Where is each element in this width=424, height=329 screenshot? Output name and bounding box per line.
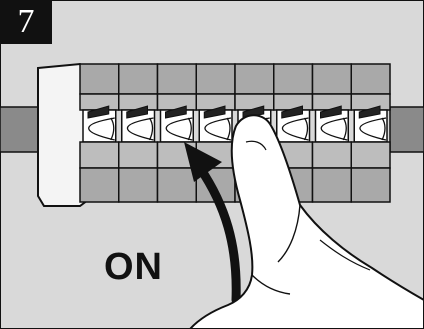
din-rail-right (389, 106, 424, 153)
breaker-top-cap (234, 63, 275, 95)
breaker-upper-body (156, 93, 197, 111)
breaker-bottom-cap (156, 167, 197, 203)
breaker-coil-mark (320, 117, 348, 141)
on-label: ON (104, 246, 163, 288)
breaker-coil-mark (110, 117, 115, 141)
breaker-coil-mark (282, 117, 309, 141)
breaker-toggle-lever (126, 105, 148, 119)
breaker-toggle-lever (165, 105, 187, 119)
breaker-coil-mark (381, 117, 386, 141)
breaker-top-cap (195, 63, 236, 95)
breaker-coil-mark (127, 117, 154, 141)
breaker-top-cap (273, 63, 314, 95)
breaker-toggle-lever (358, 105, 381, 119)
breaker-top-cap (118, 63, 159, 95)
on-arrow-icon (195, 163, 241, 305)
finger-crease (245, 140, 267, 151)
on-arrow-head-icon (184, 142, 222, 182)
hand-icon (188, 114, 424, 329)
breaker-upper-body (79, 93, 120, 111)
knuckle-line (277, 204, 301, 263)
breaker-bottom-cap (79, 167, 120, 203)
breaker-lower-body (350, 141, 391, 169)
breaker-top-cap (79, 63, 120, 95)
breaker-toggle-lever (87, 105, 110, 119)
breaker-upper-body (311, 93, 352, 111)
palm-line (319, 239, 371, 271)
breaker-toggle-lever (281, 105, 303, 119)
breaker-coil-mark (187, 117, 192, 141)
breaker-coil-mark (359, 117, 387, 141)
breaker-upper-body (350, 93, 391, 111)
breaker-upper-body (273, 93, 314, 111)
breaker-lower-body (79, 141, 120, 169)
breaker-top-cap (350, 63, 391, 95)
breaker-bottom-cap (311, 167, 352, 203)
thumb-line (251, 274, 291, 295)
breaker-coil-mark (303, 117, 309, 141)
breaker-top-cap (311, 63, 352, 95)
breaker-bottom-cap (118, 167, 159, 203)
breaker-bottom-cap (350, 167, 391, 203)
breaker-toggle-lever (320, 105, 342, 119)
breaker-lower-body (118, 141, 159, 169)
breaker-coil-mark (88, 117, 115, 141)
breaker-top-cap (156, 63, 197, 95)
breaker-coil-mark (148, 117, 154, 141)
breaker-coil-mark (226, 117, 231, 141)
breaker-coil-mark (165, 117, 193, 141)
breaker-coil-mark (342, 117, 347, 141)
breaker-coil-mark (204, 117, 232, 141)
breaker-toggle-lever (203, 105, 226, 119)
breaker-upper-body (234, 93, 275, 111)
breaker-upper-body (195, 93, 236, 111)
breaker-upper-body (118, 93, 159, 111)
step-number-badge: 7 (0, 0, 52, 44)
breaker-lower-body (311, 141, 352, 169)
